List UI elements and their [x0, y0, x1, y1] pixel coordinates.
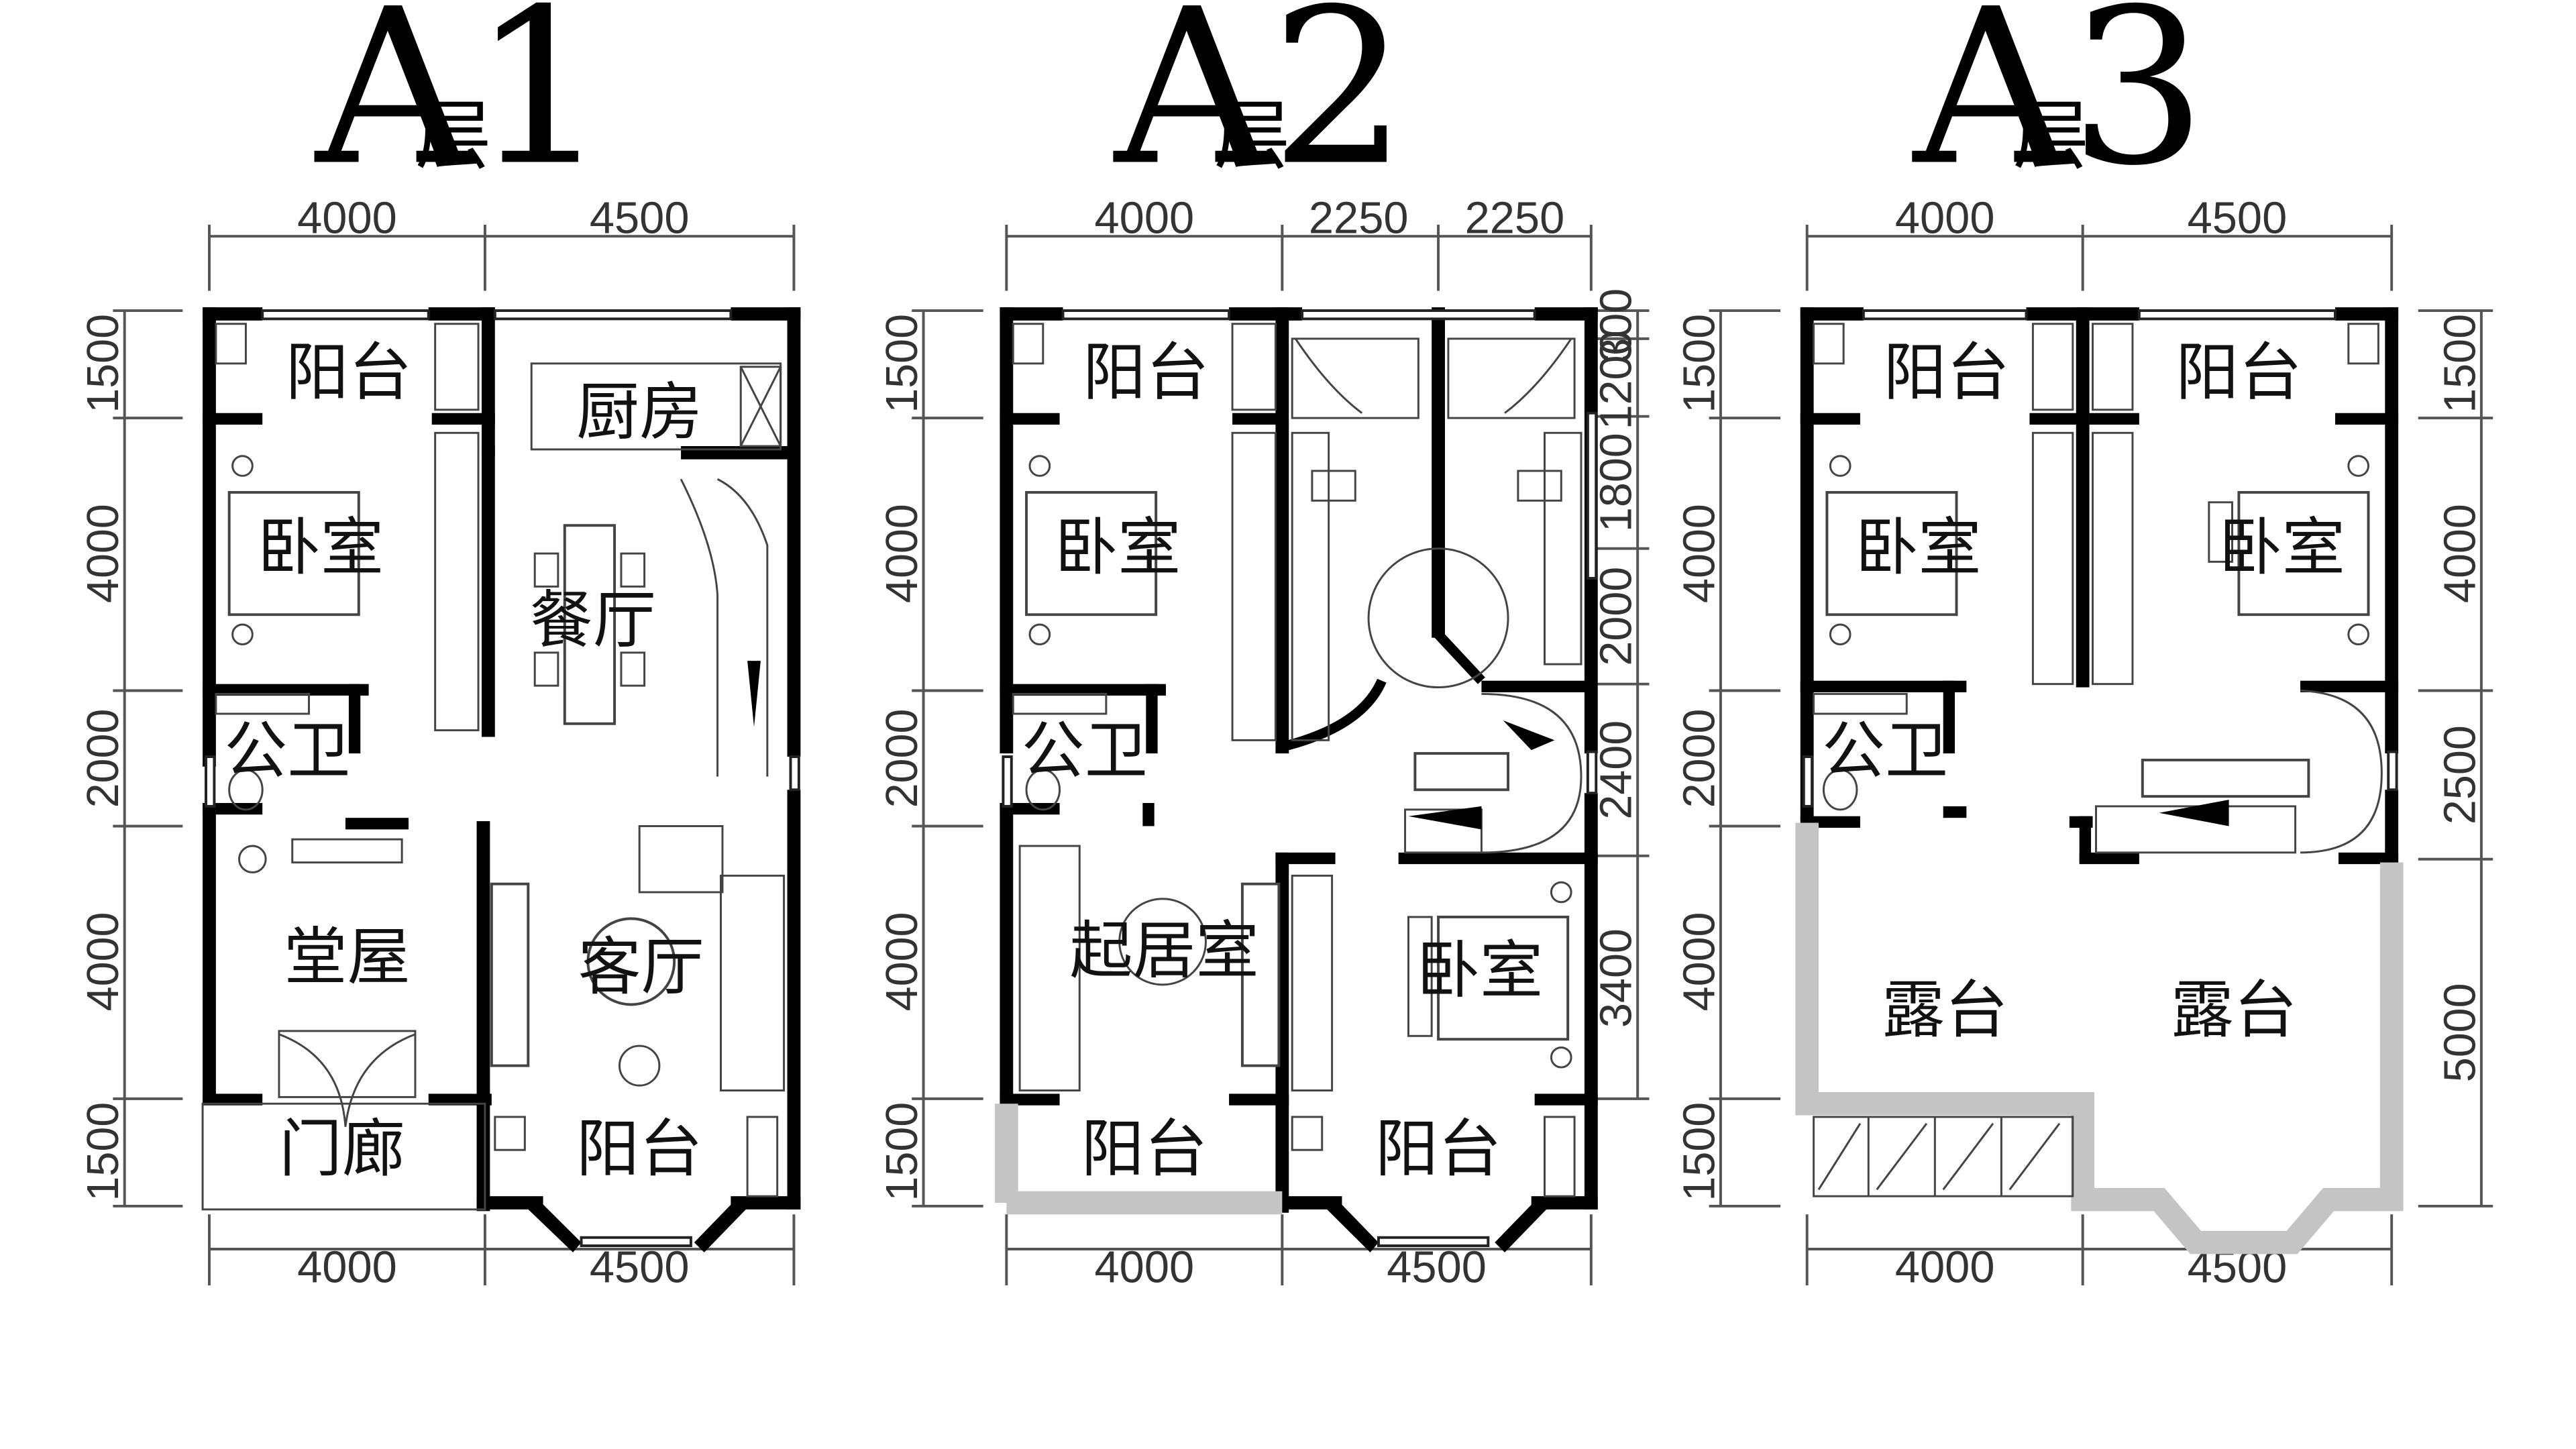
- a3-room-bedroom-right: 卧室: [2219, 512, 2345, 585]
- a3-dim-top-1: 4000: [1895, 194, 1995, 244]
- a1-dim-left-5: 1500: [78, 1102, 128, 1201]
- a3-dim-bottom-1: 4000: [1895, 1243, 1995, 1293]
- a1-dim-top-1: 4000: [297, 194, 397, 244]
- a1-dimension-left: 1500 4000 2000 4000 1500: [78, 309, 183, 1208]
- floor-a2-title-suffix: 层: [1214, 92, 1291, 180]
- a3-dimension-left: 1500 4000 2000 4000 1500: [1674, 309, 1781, 1208]
- a1-dim-left-2: 4000: [78, 504, 128, 603]
- a1-room-bedroom: 卧室: [258, 512, 384, 585]
- a1-fixtures: [201, 309, 800, 1248]
- a2-dim-right-1: 300: [1591, 288, 1641, 363]
- a1-room-porch: 门廊: [279, 1113, 405, 1186]
- a1-room-dining: 餐厅: [530, 584, 656, 657]
- a1-dim-top-2: 4500: [590, 194, 690, 244]
- a1-dim-bottom-1: 4000: [297, 1243, 397, 1293]
- floor-plan-a2: A2 层 4000 2250 2250 4000 4500: [877, 0, 1650, 1293]
- a3-room-bedroom-left: 卧室: [1855, 512, 1981, 585]
- a3-dim-right-1: 1500: [2435, 314, 2485, 413]
- floor-a2-title: A2: [1111, 0, 1407, 213]
- a1-dimension-bottom: 4000 4500: [207, 1214, 796, 1293]
- a1-room-bathroom: 公卫: [224, 715, 350, 788]
- a2-room-balcony-bottom-right: 阳台: [1375, 1113, 1501, 1186]
- a2-dim-right-6: 3400: [1591, 928, 1641, 1028]
- a1-walls: [203, 307, 801, 1252]
- floor-a1-title: A1: [312, 0, 608, 213]
- a3-room-balcony-top-left: 阳台: [1884, 337, 2010, 410]
- a2-dim-right-3: 1800: [1591, 433, 1641, 532]
- a2-room-balcony-bottom-left: 阳台: [1081, 1113, 1208, 1186]
- a3-room-bathroom: 公卫: [1822, 715, 1948, 788]
- a3-dim-top-2: 4500: [2188, 194, 2288, 244]
- a1-dim-left-4: 4000: [78, 912, 128, 1011]
- a2-dimension-bottom: 4000 4500: [1005, 1214, 1593, 1293]
- a2-dim-right-2: 1200: [1591, 331, 1641, 430]
- a1-room-hall: 堂屋: [284, 921, 410, 994]
- floor-plan-a1: A1 层 4000 4500 4000 4500: [78, 0, 801, 1293]
- a2-room-bathroom: 公卫: [1022, 715, 1148, 788]
- a2-dim-top-1: 4000: [1095, 194, 1195, 244]
- a2-room-balcony-top: 阳台: [1083, 337, 1209, 410]
- a3-room-terrace-left: 露台: [1882, 974, 2008, 1047]
- a2-dim-top-3: 2250: [1465, 194, 1565, 244]
- a3-dim-right-4: 5000: [2435, 983, 2485, 1082]
- a2-dim-left-1: 1500: [877, 314, 927, 413]
- a2-dim-right-5: 2400: [1591, 720, 1641, 820]
- a3-dim-left-1: 1500: [1674, 314, 1724, 413]
- a3-dimension-top: 4000 4500: [1805, 194, 2394, 291]
- a2-dim-top-2: 2250: [1309, 194, 1409, 244]
- a2-dimension-left: 1500 4000 2000 4000 1500: [877, 309, 983, 1208]
- floor-a3-title-suffix: 层: [2013, 92, 2090, 180]
- a1-room-balcony-top: 阳台: [286, 337, 412, 410]
- a3-fixtures: [1795, 309, 2404, 1254]
- a2-dim-left-4: 4000: [877, 912, 927, 1011]
- a3-room-balcony-top-right: 阳台: [2176, 337, 2302, 410]
- floor-plan-a3: A3 层 4000 4500 4000 4500 1500: [1674, 0, 2493, 1293]
- a1-dim-left-1: 1500: [78, 314, 128, 413]
- a2-dim-right-4: 2000: [1591, 567, 1641, 666]
- a1-dim-left-3: 2000: [78, 709, 128, 808]
- a2-dimension-right: 300 1200 1800 2000 2400 3400: [1591, 288, 1650, 1100]
- a3-dimension-right: 1500 4000 2500 5000: [2418, 309, 2493, 1208]
- a3-dim-right-2: 4000: [2435, 504, 2485, 603]
- a2-room-bedroom-left: 卧室: [1055, 512, 1181, 585]
- a3-dim-left-2: 4000: [1674, 504, 1724, 603]
- a2-dim-bottom-1: 4000: [1095, 1243, 1195, 1293]
- a1-dim-bottom-2: 4500: [590, 1243, 690, 1293]
- a2-dim-left-2: 4000: [877, 504, 927, 603]
- a1-dimension-top: 4000 4500: [207, 194, 796, 291]
- a2-room-sitting-room: 起居室: [1069, 915, 1258, 988]
- a3-dim-left-3: 2000: [1674, 709, 1724, 808]
- a1-room-living: 客厅: [578, 931, 704, 1004]
- a1-room-kitchen: 厨房: [576, 376, 702, 449]
- a2-dim-bottom-2: 4500: [1387, 1243, 1487, 1293]
- a3-dim-left-5: 1500: [1674, 1102, 1724, 1201]
- a2-fixtures: [995, 309, 1598, 1248]
- a2-dimension-top: 4000 2250 2250: [1005, 194, 1593, 291]
- a3-walls: [1800, 307, 2399, 865]
- a2-room-bedroom-right: 卧室: [1417, 934, 1543, 1008]
- a3-room-terrace-right: 露台: [2171, 974, 2297, 1047]
- floor-a1-title-suffix: 层: [415, 92, 492, 180]
- floor-a3-title: A3: [1910, 0, 2206, 213]
- a2-dim-left-5: 1500: [877, 1102, 927, 1201]
- a2-dim-left-3: 2000: [877, 709, 927, 808]
- a3-dim-left-4: 4000: [1674, 912, 1724, 1011]
- a1-room-balcony-bottom: 阳台: [576, 1113, 702, 1186]
- a3-dim-right-3: 2500: [2435, 725, 2485, 824]
